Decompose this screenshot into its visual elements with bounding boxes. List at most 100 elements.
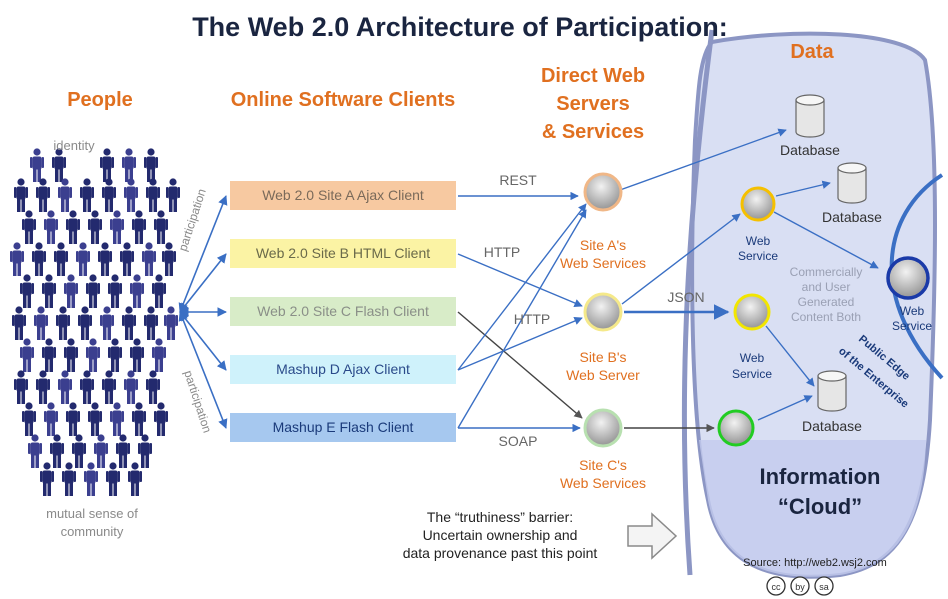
barrier-line2: data provenance past this point xyxy=(403,545,598,561)
server-node-a[interactable] xyxy=(583,172,623,212)
person-icon xyxy=(58,370,72,404)
person-icon xyxy=(20,338,34,372)
person-icon xyxy=(64,338,78,372)
client-server-connectors xyxy=(457,191,587,433)
by-license-icon: by xyxy=(790,576,810,596)
server-c-label-line2: Web Services xyxy=(560,475,646,491)
server-c-ball xyxy=(583,408,623,448)
information-cloud-line1: Information xyxy=(760,464,881,489)
barrier-line xyxy=(681,29,715,576)
person-icon xyxy=(88,402,102,436)
database-top-icon[interactable] xyxy=(795,94,825,138)
web-service-mid-line2: Service xyxy=(732,367,772,381)
people-crowd xyxy=(10,148,180,496)
server-node-c[interactable] xyxy=(583,408,623,448)
client-e-bg xyxy=(230,413,456,442)
heading-clients: Online Software Clients xyxy=(231,89,455,111)
server-a-label-line2: Web Services xyxy=(560,255,646,271)
person-icon xyxy=(72,434,86,468)
server-a-label-line1: Site A's xyxy=(580,237,626,253)
client-box-e[interactable]: Mashup E Flash Client xyxy=(230,413,456,442)
client-box-a[interactable]: Web 2.0 Site A Ajax Client xyxy=(230,181,456,210)
person-icon xyxy=(142,242,156,276)
person-icon xyxy=(64,274,78,308)
svg-text:by: by xyxy=(795,582,805,592)
web-service-edge-node[interactable] xyxy=(886,256,930,300)
person-icon xyxy=(164,306,178,340)
person-icon xyxy=(152,338,166,372)
client-c-bg xyxy=(230,297,456,326)
person-icon xyxy=(10,242,24,276)
person-icon xyxy=(30,148,44,182)
person-icon xyxy=(66,402,80,436)
server-node-b[interactable] xyxy=(583,292,623,332)
person-icon xyxy=(20,274,34,308)
identity-label: identity xyxy=(53,138,95,153)
person-icon xyxy=(100,306,114,340)
web-service-top-line1: Web xyxy=(746,234,771,248)
protocol-rest: REST xyxy=(499,172,537,188)
web-service-mid-node[interactable] xyxy=(733,293,771,331)
participation-label-bottom: participation xyxy=(181,369,214,435)
person-icon xyxy=(120,242,134,276)
client-box-d[interactable]: Mashup D Ajax Client xyxy=(230,355,456,384)
server-b-label-line1: Site B's xyxy=(579,349,626,365)
person-icon xyxy=(22,210,36,244)
database-mid-icon[interactable] xyxy=(837,162,867,204)
web-service-top-line2: Service xyxy=(738,249,778,263)
person-icon xyxy=(14,178,28,212)
person-icon xyxy=(86,338,100,372)
client-box-c[interactable]: Web 2.0 Site C Flash Client xyxy=(230,297,456,326)
heading-people: People xyxy=(67,89,133,111)
client-box-b[interactable]: Web 2.0 Site B HTML Client xyxy=(230,239,456,268)
web-service-top-ball xyxy=(740,186,776,222)
person-icon xyxy=(122,148,136,182)
person-icon xyxy=(66,210,80,244)
web-service-green-node[interactable] xyxy=(717,409,755,447)
information-cloud-line2: “Cloud” xyxy=(778,494,862,519)
person-icon xyxy=(44,210,58,244)
person-icon xyxy=(94,434,108,468)
person-icon xyxy=(88,210,102,244)
web-service-top-node[interactable] xyxy=(740,186,776,222)
person-icon xyxy=(28,434,42,468)
server-c-label-line1: Site C's xyxy=(579,457,627,473)
generated-content-line1: Commercially xyxy=(790,265,863,279)
client-e-label: Mashup E Flash Client xyxy=(273,419,414,435)
person-icon xyxy=(138,434,152,468)
svg-text:sa: sa xyxy=(819,582,829,592)
source-credit: Source: http://web2.wsj2.com xyxy=(743,557,887,569)
person-icon xyxy=(80,370,94,404)
person-icon xyxy=(56,306,70,340)
web-service-mid-ball xyxy=(733,293,771,331)
server-a-ball xyxy=(583,172,623,212)
heading-servers-line3: & Services xyxy=(542,121,644,143)
person-icon xyxy=(52,148,66,182)
person-icon xyxy=(162,242,176,276)
person-icon xyxy=(130,274,144,308)
people-to-client-arrows xyxy=(178,195,228,429)
person-icon xyxy=(42,274,56,308)
cc-license-icon: cc xyxy=(766,576,786,596)
person-icon xyxy=(146,370,160,404)
person-icon xyxy=(102,178,116,212)
public-edge-arc xyxy=(889,173,944,380)
client-d-label: Mashup D Ajax Client xyxy=(276,361,410,377)
person-icon xyxy=(166,178,180,212)
person-icon xyxy=(58,178,72,212)
database-bottom-icon[interactable] xyxy=(817,370,847,412)
generated-content-line3: Generated xyxy=(798,295,855,309)
person-icon xyxy=(54,242,68,276)
community-label-line1: mutual sense of xyxy=(46,506,138,521)
person-icon xyxy=(80,178,94,212)
person-icon xyxy=(62,462,76,496)
participation-label-top: participation xyxy=(176,187,209,253)
person-icon xyxy=(98,242,112,276)
person-icon xyxy=(36,178,50,212)
person-icon xyxy=(132,402,146,436)
person-icon xyxy=(122,306,136,340)
client-c-label: Web 2.0 Site C Flash Client xyxy=(257,303,429,319)
database-mid-label: Database xyxy=(822,209,882,225)
client-a-bg xyxy=(230,181,456,210)
